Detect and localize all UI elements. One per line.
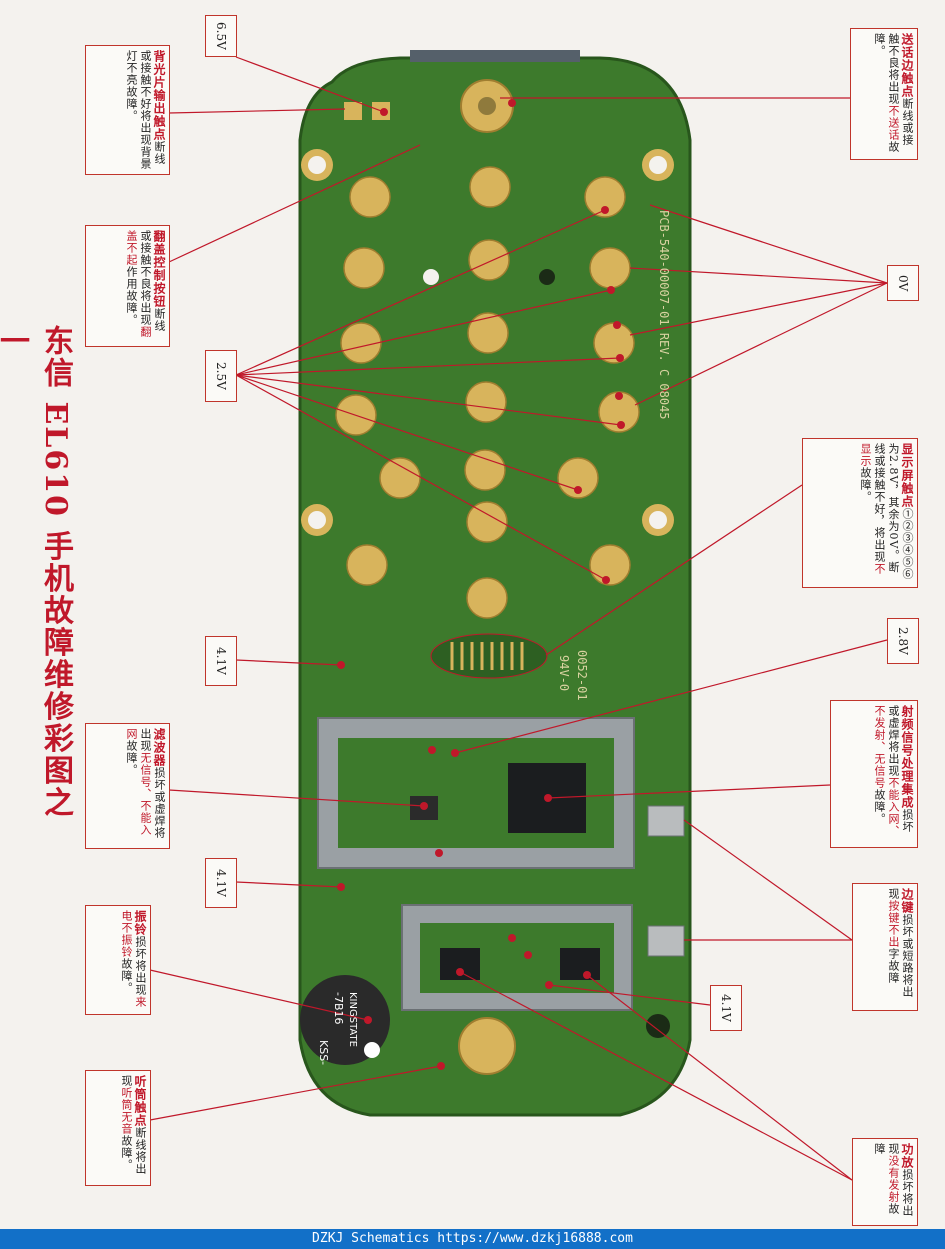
buzzer-text-1: KSS- <box>317 1040 330 1065</box>
display-connector-pins <box>450 642 524 670</box>
pcb-marking: PCB-540-00007-01 REV. C 08045 <box>657 210 671 420</box>
voltage-6-5v: 6.5V <box>205 15 237 57</box>
side-key-1 <box>647 805 685 837</box>
buzzer-text-2: -7B16 <box>332 992 345 1025</box>
annotation-side-key: 边键损坏或短路将出现按键不出字故障 <box>852 883 918 1011</box>
mounting-holes <box>301 149 674 536</box>
annotation-flip: 翻盖控制按钮断线或接触不良将出现翻盖不起作用故障。 <box>85 225 170 347</box>
voltage-2-8v: 2.8V <box>887 618 919 664</box>
top-connector <box>410 50 580 62</box>
annotation-filter-head: 滤波器 <box>152 728 166 767</box>
annotation-rf-head: 射频信号处理集成 <box>900 705 914 809</box>
side-key-2 <box>647 925 685 957</box>
annotation-display-head: 显示屏触点 <box>900 443 914 508</box>
annotation-display: 显示屏触点①②③④⑤⑥为2.8V，其余为0V。断线或接触不好，将出现不显示故障。 <box>802 438 918 588</box>
voltage-0v: 0V <box>887 265 919 301</box>
leader-lines <box>149 56 888 1181</box>
pcb-marking-3: 94V-0 <box>557 655 571 691</box>
annotation-mic: 送话边触点断线或接触不良将出现不送话故障。 <box>850 28 918 160</box>
keypad-pads <box>335 166 640 619</box>
buzzer-text-3: KINGSTATE <box>347 992 358 1047</box>
voltage-4-1v-b: 4.1V <box>205 858 237 908</box>
annotation-earpiece: 听筒触点断线将出现听筒无音故障。 <box>85 1070 151 1186</box>
annotation-filter: 滤波器损坏或虚焊将出现无信号、不能入网故障。 <box>85 723 170 849</box>
earpiece-contact-pad <box>458 1017 516 1075</box>
annotation-ringer: 振铃损坏将出现来电不振铃故障。 <box>85 905 151 1015</box>
annotation-pa: 功放损坏将出现没有发射故障 <box>852 1138 918 1226</box>
annotation-side-key-head: 边键 <box>900 888 914 914</box>
annotation-flip-head: 翻盖控制按钮 <box>152 230 166 308</box>
voltage-4-1v-a: 4.1V <box>205 636 237 686</box>
annotation-ringer-head: 振铃 <box>133 910 147 936</box>
annotation-mic-head: 送话边触点 <box>900 33 914 98</box>
annotation-earpiece-head: 听筒触点 <box>133 1075 147 1127</box>
annotation-rf: 射频信号处理集成损坏或虚焊将出现不能入网、不发射、无信号故障。 <box>830 700 918 848</box>
display-connector <box>430 633 548 679</box>
backlight-pad-1 <box>344 102 362 120</box>
buzzer <box>300 975 390 1065</box>
annotation-pa-head: 功放 <box>900 1143 914 1169</box>
voltage-4-1v-c: 4.1V <box>710 985 742 1031</box>
annotation-backlight: 背光片输出触点断线或接触不好将出现背景灯不亮故障。 <box>85 45 170 175</box>
footer-bar: DZKJ Schematics https://www.dzkj16888.co… <box>0 1229 945 1249</box>
page-title: 东信 EL610 手机故障维修彩图之一 <box>0 325 73 819</box>
annotation-backlight-head: 背光片输出触点 <box>152 50 166 141</box>
voltage-2-5v: 2.5V <box>205 350 237 402</box>
annotation-backlight-body: 断线或接触不好将出现背景灯不亮故障。 <box>125 50 166 170</box>
pcb-marking-2: 0052-01 <box>575 650 589 701</box>
